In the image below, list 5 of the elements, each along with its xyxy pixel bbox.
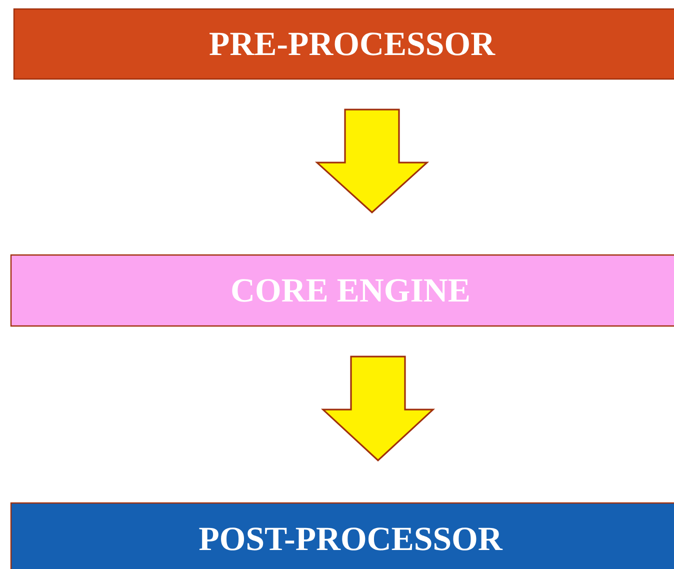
block-arrow (314, 108, 430, 214)
process-box: POST-PROCESSOR (10, 502, 674, 569)
process-box: CORE ENGINE (10, 254, 674, 327)
block-arrow (320, 356, 436, 462)
process-box: PRE-PROCESSOR (13, 8, 674, 80)
